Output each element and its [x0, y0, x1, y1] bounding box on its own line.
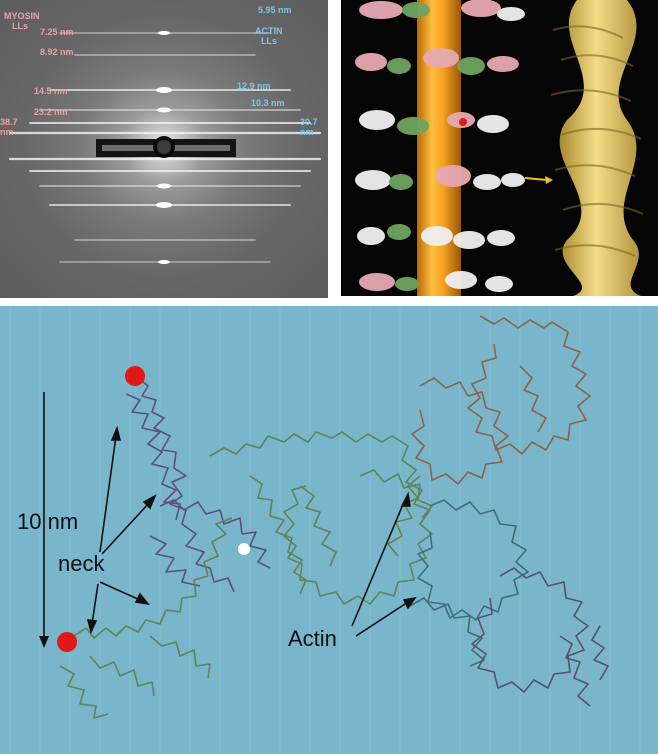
actin-filament [550, 0, 644, 296]
actin-label: Actin [288, 626, 337, 651]
neck-label: neck [58, 551, 105, 576]
neck-arrows [86, 425, 157, 635]
myosin-heads [355, 0, 525, 292]
myosin-spacing-14-5: 14.5 nm [34, 86, 68, 96]
myosin-motor-domain-trace [209, 431, 433, 605]
myosin-spacing-23-2: 23.2 nm [34, 107, 68, 117]
thick-filament-core [417, 0, 461, 296]
actin-spacing-5-95: 5.95 nm [258, 5, 292, 15]
myosin-actin-structure-panel: 10 nm neck Actin [0, 306, 658, 754]
actin-spacing-12-9: 12.9 nm [237, 81, 271, 91]
diffraction-pattern-image [8, 31, 322, 264]
myosin-spacing-7-25: 7.25 nm [40, 27, 74, 37]
actin-spacing-10-3: 10.3 nm [251, 98, 285, 108]
actin-label: ACTIN LLs [255, 26, 283, 46]
myosin-spacing-8-92: 8.92 nm [40, 47, 74, 57]
actin-arrows [351, 491, 417, 637]
white-marker [238, 543, 250, 555]
myosin-label: MYOSIN LLs [4, 11, 40, 31]
scale-bar-arrow [39, 392, 49, 648]
molecular-backbone-trace [9, 306, 641, 754]
scale-label: 10 nm [17, 509, 79, 534]
xray-diffraction-panel: MYOSIN LLs ACTIN LLs 7.25 nm 8.92 nm 14.… [0, 0, 328, 298]
binding-arrow [524, 176, 553, 184]
myosin-upper-neck-trace [125, 377, 271, 593]
actin-subunit-upper-trace [411, 315, 591, 485]
actin-subunit-middle-trace [409, 499, 529, 667]
edge-spacing-right: 30.7 nm [300, 117, 318, 137]
myosin-lower-neck-trace [59, 517, 233, 719]
filament-model-panel [341, 0, 658, 296]
red-marker-top [125, 366, 145, 386]
actin-subunit-lower-trace [471, 567, 609, 707]
edge-spacing-left: 38.7 nm [0, 117, 18, 137]
filament-model-image [355, 0, 644, 296]
red-marker-bottom [57, 632, 77, 652]
